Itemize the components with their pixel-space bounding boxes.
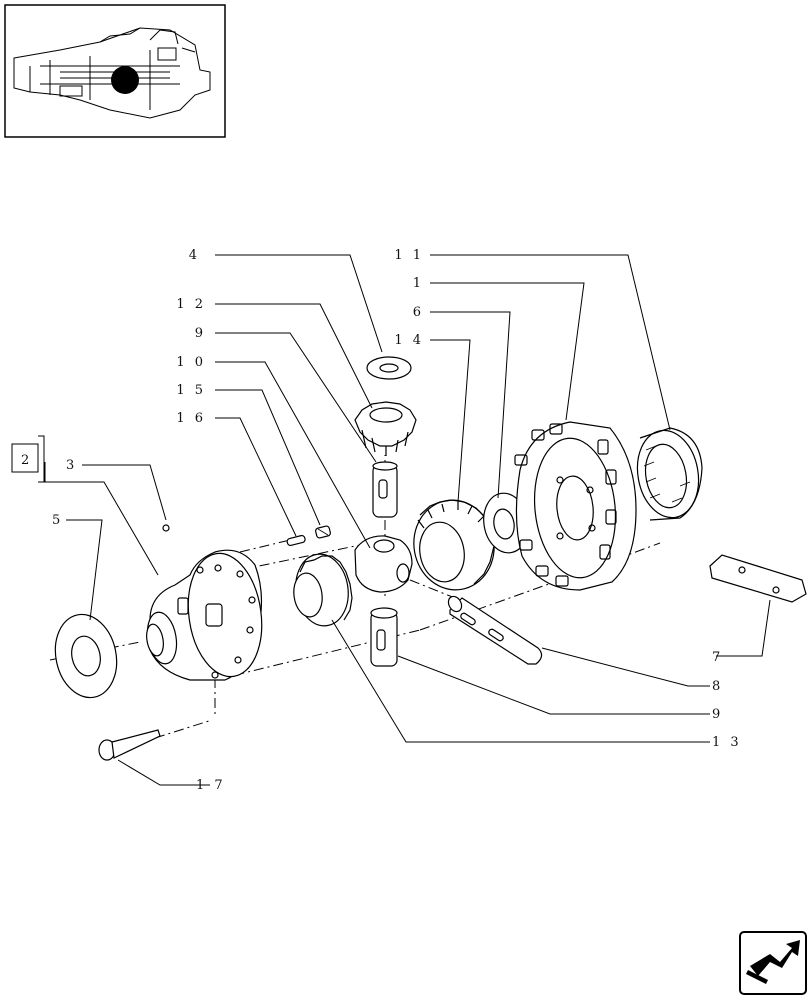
part-9-upper-sleeve [372, 461, 398, 518]
callout-9-upper: 9 [195, 326, 206, 341]
part-10-spider-block [354, 535, 413, 593]
part-2-differential-case [146, 549, 263, 681]
callout-11: 1 1 [394, 248, 424, 263]
callout-9-lower: 9 [712, 707, 723, 722]
part-13-side-gear [293, 553, 353, 627]
callout-6: 6 [413, 305, 424, 320]
bracket-item-2 [11, 435, 45, 483]
part-9-lower-sleeve [370, 607, 398, 667]
callout-labels: 4 1 2 9 1 0 1 5 1 6 1 1 1 6 1 4 2 3 5 7 … [21, 248, 742, 793]
callout-2: 2 [21, 453, 32, 468]
callout-16: 1 6 [176, 411, 206, 426]
part-17-bolt [98, 729, 161, 761]
callout-14: 1 4 [394, 333, 424, 348]
locator-marker-dot [111, 66, 139, 94]
callout-12: 1 2 [176, 297, 206, 312]
callout-8: 8 [712, 679, 723, 694]
callout-1: 1 [413, 276, 424, 291]
callout-13: 1 3 [712, 735, 742, 750]
locator-thumbnail[interactable] [4, 4, 226, 138]
assembly-drawing [49, 356, 807, 761]
part-1-ring-gear [514, 421, 637, 591]
callout-17: 1 7 [196, 778, 226, 793]
part-4-pinion-washer [366, 356, 412, 380]
part-16-pin [286, 534, 306, 547]
callout-3: 3 [66, 458, 77, 473]
callout-7: 7 [712, 650, 723, 665]
part-15-roll-pin [315, 525, 331, 539]
callout-4: 4 [189, 248, 200, 263]
callout-10: 1 0 [176, 355, 206, 370]
part-5-thrust-washer [54, 613, 118, 699]
part-7-lock-plate [709, 554, 807, 603]
callout-5: 5 [52, 513, 63, 528]
part-3-ball [162, 524, 170, 532]
leader-lines [44, 254, 771, 786]
part-11-bearing [636, 427, 703, 521]
part-12-pinion-gear [354, 401, 417, 456]
callout-15: 1 5 [176, 383, 206, 398]
part-14-side-gear [413, 499, 495, 591]
next-page-arrow-icon[interactable] [739, 931, 807, 995]
part-8-cross-shaft [447, 595, 543, 665]
